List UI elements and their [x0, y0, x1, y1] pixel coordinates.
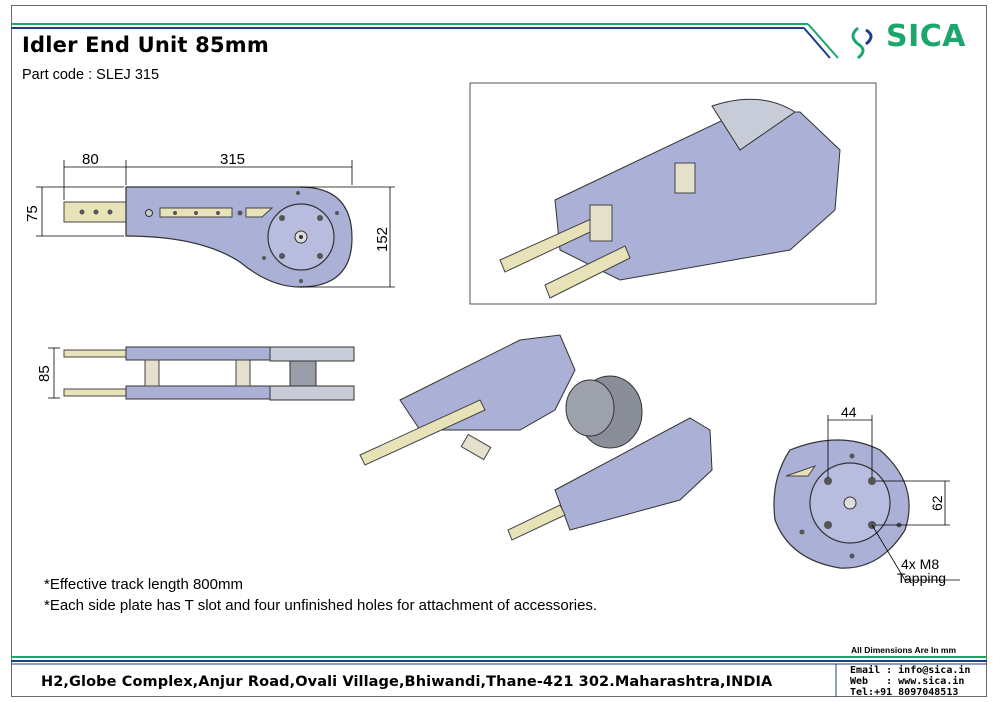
footer-email[interactable]: Email : info@sica.in	[850, 665, 971, 676]
footer-tel: Tel:+91 8097048513	[850, 687, 959, 698]
dimension-unit-note: All Dimensions Are In mm	[851, 645, 957, 655]
note-side-plate: *Each side plate has T slot and four unf…	[44, 597, 598, 614]
footer-address: H2,Globe Complex,Anjur Road,Ovali Villag…	[41, 674, 773, 690]
isometric-view-box	[469, 82, 877, 305]
callout-m8: 4x M8	[901, 556, 939, 572]
side-view: 85	[36, 346, 355, 401]
drawing-frame	[11, 5, 987, 697]
page-title: Idler End Unit 85mm	[22, 33, 269, 57]
part-code: Part code : SLEJ 315	[22, 67, 160, 83]
exploded-view	[359, 334, 713, 541]
sica-logo-icon	[851, 26, 873, 60]
dim-85: 85	[36, 365, 53, 382]
logo-text: SICA	[886, 19, 967, 54]
top-view: 80 315 75 152	[24, 151, 395, 288]
dim-315: 315	[220, 151, 245, 168]
footer-lines	[11, 656, 987, 697]
callout-tapping: Tapping	[897, 570, 946, 586]
dim-152: 152	[374, 227, 391, 252]
note-effective-length: *Effective track length 800mm	[44, 576, 243, 593]
footer-contact: Email : info@sica.in Web : www.sica.in T…	[850, 665, 970, 698]
dim-62: 62	[929, 495, 945, 511]
wheel-detail: 44 62 4x M8 Tapping	[773, 404, 960, 586]
header-lines	[11, 23, 839, 59]
dim-75: 75	[24, 205, 41, 222]
footer-web[interactable]: Web : www.sica.in	[850, 676, 965, 687]
dim-44: 44	[841, 404, 857, 420]
dim-80: 80	[82, 151, 99, 168]
